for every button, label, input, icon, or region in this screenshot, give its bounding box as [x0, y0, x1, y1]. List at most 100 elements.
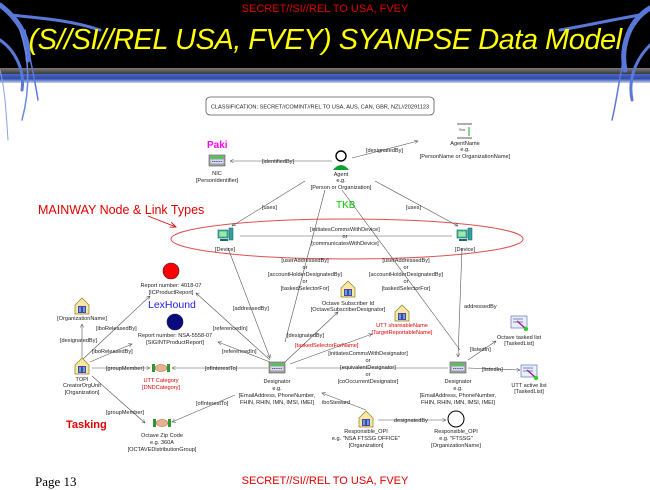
edge-label-user-addressed-right-3: [accountHolderDesignatedBy]: [369, 272, 443, 278]
edge-label-of-interest-1: [ofInterestTo]: [205, 366, 238, 372]
edge-label-user-addressed-right-5: [taskedSelectorFor]: [382, 286, 431, 292]
edge-label-uses-left: [uses]: [262, 205, 277, 211]
node-label: [OctaveSubscriberDesignator]: [311, 307, 386, 313]
node-report-sigint[interactable]: Report number: NSA-5558-07 [SIGINTProduc…: [138, 313, 212, 346]
edge-label-user-addressed-left-5: [taskedSelectorFor]: [281, 286, 330, 292]
node-label: [Person or Organization]: [311, 185, 372, 191]
node-designator-left[interactable]: Designator e.g. [EmailAddress, PhoneNumb…: [239, 361, 316, 406]
node-label: CreatorOrgUnit: [63, 383, 101, 389]
edge-user-addressed-left: [284, 189, 326, 343]
organization-icon: [74, 297, 90, 315]
node-label: Responsible_OPI: [344, 429, 388, 435]
edge-label-identified-by: [identifiedBy]: [262, 159, 294, 165]
computer-icon: [456, 227, 473, 242]
edge-label-referenced-in-1: [referencedIn]: [213, 326, 248, 332]
node-label: UTT active list: [511, 383, 547, 389]
node-agent-name[interactable]: Sm AgentName e.g. [PersonName or Organiz…: [420, 123, 511, 160]
node-label: TOPI: [76, 377, 89, 383]
edge-label-user-addressed-left-4: or: [303, 279, 308, 285]
node-octave-subscriber[interactable]: Octave Subscriber Id [OctaveSubscriberDe…: [311, 280, 386, 313]
classification-box-text: CLASSIFICATION: SECRET//COMINT//REL TO U…: [211, 105, 429, 111]
edge-label-designator-link-1: [initiatesCommsWithDesignator]: [328, 351, 408, 357]
edge-label-uses-right: [uses]: [406, 205, 421, 211]
node-topi[interactable]: TOPI CreatorOrgUnit [Organization]: [63, 357, 101, 396]
node-label: Responsible_OPI: [434, 429, 478, 435]
node-utt-category[interactable]: UTT Category [DNDCategory]: [142, 363, 180, 391]
node-designator-right[interactable]: Designator e.g. [EmailAddress, PhoneNumb…: [420, 361, 497, 406]
edge-label-user-addressed-left-2: or: [303, 265, 308, 271]
node-octave-tasked-list[interactable]: Octave tasked list [TaskedList]: [497, 315, 542, 347]
node-label: [PersonName or OrganizationName]: [420, 154, 511, 160]
edge-label-designated-by-org: [designatedBy]: [60, 338, 97, 344]
node-label: [DNDCategory]: [142, 385, 180, 391]
edge-uses-right: [374, 180, 458, 227]
edge-designated-by-agent: [351, 141, 418, 159]
node-label: [OrganizationName]: [57, 316, 107, 322]
edge-label-listed-in-1: [listedIn]: [470, 347, 491, 353]
edge-label-designator-link-3: [equivalentDesignator]: [340, 365, 396, 371]
edge-group-member-2: [91, 375, 145, 423]
edge-label-tasked-selector-name: [taskedSelectorForName]: [295, 343, 359, 349]
node-label: e.g. "FTSSG": [439, 436, 473, 442]
edge-listed-in-1: [467, 341, 496, 361]
designator-icon: [208, 154, 226, 167]
edge-label-ibo-released-1: [iboReleasedBy]: [96, 326, 137, 332]
node-label: e.g. "NSA FTSSG OFFICE": [332, 436, 400, 442]
slide-title: (S//SI//REL USA, FVEY) SYANPSE Data Mode…: [28, 24, 622, 56]
edge-label-user-addressed-right-4: or: [404, 279, 409, 285]
organization-icon: [340, 280, 356, 298]
node-label: [TaskedList]: [504, 341, 534, 347]
node-label: [Organization]: [65, 390, 100, 396]
node-label: UTT shareableName: [376, 323, 428, 329]
organization-icon: [74, 357, 90, 375]
classification-banner-bottom: SECRET//SI//REL TO USA, FVEY: [241, 475, 409, 487]
edge-addressed-by-left: [227, 247, 270, 358]
node-label: FHIN, RHIN, IMN, IMSI, IMEI]: [240, 400, 314, 406]
edges: [82, 141, 520, 423]
edge-label-group-member-1: [groupMember]: [106, 366, 144, 372]
edge-designated-by-sub: [284, 312, 338, 363]
edge-referenced-in-1: [196, 293, 271, 361]
node-octave-zip-code[interactable]: Octave Zip Code e.g. 360A [OCTAVEDistrib…: [128, 418, 197, 453]
node-responsible-opi-name[interactable]: Responsible_OPI e.g. "FTSSG" [Organizati…: [431, 410, 481, 449]
node-label: Designator: [263, 379, 290, 385]
node-nic[interactable]: NIC [PersonIdentifier]: [196, 154, 239, 184]
edge-label-listed-in-2: [listedIn]: [482, 367, 503, 373]
edge-tasked-selector-name: [289, 334, 372, 365]
node-utt-active-list[interactable]: UTT active list [TaskedList]: [511, 364, 547, 395]
edge-label-device-link-1: [initiatesCommsWithDevice]: [310, 227, 380, 233]
header-divider: [0, 68, 650, 74]
edge-label-designated-by-opi: designatedBy: [394, 418, 428, 424]
node-label: FHIN, RHIN, IMN, IMSI, IMEI]: [421, 400, 495, 406]
edge-ibo-released-2: [89, 344, 132, 363]
red-circle-icon: [162, 262, 180, 280]
edge-user-addressed-right: [341, 189, 461, 351]
annotation-mainway: MAINWAY Node & Link Types: [38, 203, 204, 217]
node-label: Agent: [334, 172, 349, 178]
organization-icon: [394, 304, 410, 322]
node-label: [PersonIdentifier]: [196, 178, 239, 184]
annotation-tasking: Tasking: [66, 419, 107, 431]
svg-text:Sm: Sm: [459, 127, 466, 132]
node-report-ic[interactable]: Report number: 4018-07 [ICProductReport]: [141, 262, 202, 296]
node-organization-name[interactable]: [OrganizationName]: [57, 297, 107, 322]
node-label: [OrganizationName]: [431, 443, 481, 449]
designator-icon: [449, 361, 467, 374]
node-device-right[interactable]: [Device]: [455, 227, 476, 253]
node-label: NIC: [212, 171, 222, 177]
node-device-left[interactable]: [Device]: [215, 227, 236, 253]
node-responsible-opi-org[interactable]: Responsible_OPI e.g. "NSA FTSSG OFFICE" …: [332, 410, 400, 449]
node-label: [Device]: [455, 247, 476, 253]
blue-circle-icon: [166, 313, 184, 331]
node-utt-shareable-name[interactable]: UTT shareableName [TargetReportableName]: [372, 304, 433, 336]
edge-label-device-link-2: or: [343, 234, 348, 240]
node-label: UTT Category: [143, 378, 178, 384]
designator-icon: [268, 361, 286, 374]
header-blue-band: [0, 74, 650, 83]
person-icon: [335, 150, 347, 162]
edge-label-group-member-2: [groupMember]: [106, 410, 144, 416]
edge-listed-in-2: [467, 367, 520, 370]
node-label: Report number: 4018-07: [141, 283, 202, 289]
node-agent[interactable]: Agent e.g. [Person or Organization]: [311, 150, 372, 191]
edge-uses-left: [232, 180, 306, 226]
